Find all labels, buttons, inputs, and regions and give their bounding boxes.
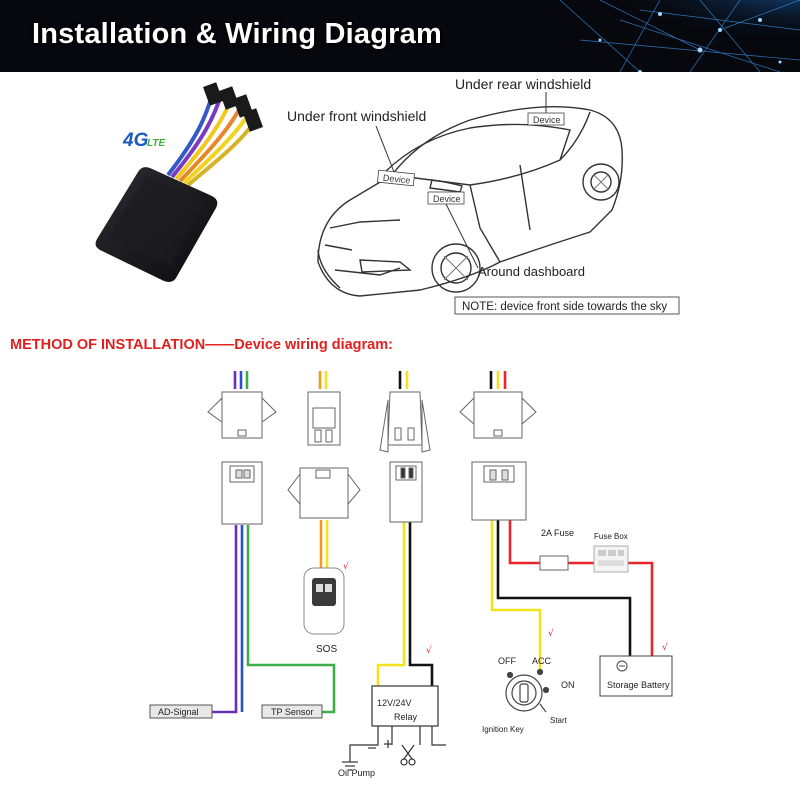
ignition-start-label: Start	[550, 716, 568, 725]
storage-battery-box	[599, 655, 673, 697]
ad-signal-box	[149, 704, 213, 719]
oil-pump-label: Oil Pump	[338, 768, 375, 778]
logo-lte: LTE	[147, 138, 165, 149]
network-background-graphic	[0, 0, 800, 72]
gps-tracker-product-image: 4G LTE	[95, 82, 263, 282]
check-mark-battery: √	[662, 642, 668, 653]
device-tag-dashboard: Device	[427, 191, 465, 205]
relay-illustration	[342, 685, 446, 771]
note-box	[454, 296, 680, 315]
label-dashboard: Around dashboard	[478, 264, 585, 279]
fuse-label: 2A Fuse	[541, 528, 574, 538]
header-banner: Installation & Wiring Diagram	[0, 0, 800, 72]
diagram-canvas: 4G LTE Device Device Device	[10, 76, 680, 778]
method-heading-sub: Device wiring diagram:	[234, 337, 393, 353]
car-illustration	[317, 105, 623, 297]
svg-text:Device: Device	[382, 173, 410, 186]
page-title: Installation & Wiring Diagram	[32, 18, 442, 50]
fuse-illustration	[539, 555, 569, 571]
device-tag-rear: Device	[527, 112, 565, 126]
check-mark-acc: √	[548, 628, 554, 639]
ad-signal-label: AD-Signal	[158, 707, 199, 717]
relay-voltage-label: 12V/24V	[377, 698, 412, 708]
connector-plugs	[203, 82, 263, 132]
method-heading-dash: ——	[205, 337, 235, 353]
sos-button-illustration	[303, 567, 345, 635]
connectors	[207, 391, 537, 525]
storage-battery-label: Storage Battery	[607, 680, 670, 690]
method-heading: METHOD OF INSTALLATION——Device wiring di…	[10, 337, 393, 353]
ignition-on-label: ON	[561, 680, 575, 690]
device-tag-front: Device	[377, 169, 415, 187]
method-heading-main: METHOD OF INSTALLATION	[10, 337, 205, 353]
svg-text:Device: Device	[433, 194, 461, 204]
ignition-acc-label: ACC	[532, 656, 552, 666]
tp-sensor-label: TP Sensor	[271, 707, 313, 717]
label-front-windshield: Under front windshield	[287, 108, 426, 124]
ignition-off-label: OFF	[498, 656, 516, 666]
tp-sensor-box	[261, 704, 323, 719]
check-mark-sos: √	[343, 561, 349, 572]
ignition-key-illustration	[505, 668, 550, 713]
sos-label: SOS	[316, 644, 337, 655]
check-mark-relay: √	[426, 645, 432, 656]
note-text: NOTE: device front side towards the sky	[462, 301, 667, 313]
ignition-key-label: Ignition Key	[482, 725, 524, 734]
fuse-box-illustration	[593, 545, 629, 573]
fuse-box-label: Fuse Box	[594, 532, 628, 541]
label-rear-windshield: Under rear windshield	[455, 76, 591, 92]
relay-label: Relay	[394, 712, 418, 722]
svg-text:Device: Device	[533, 115, 561, 125]
logo-4g: 4G	[122, 130, 149, 151]
